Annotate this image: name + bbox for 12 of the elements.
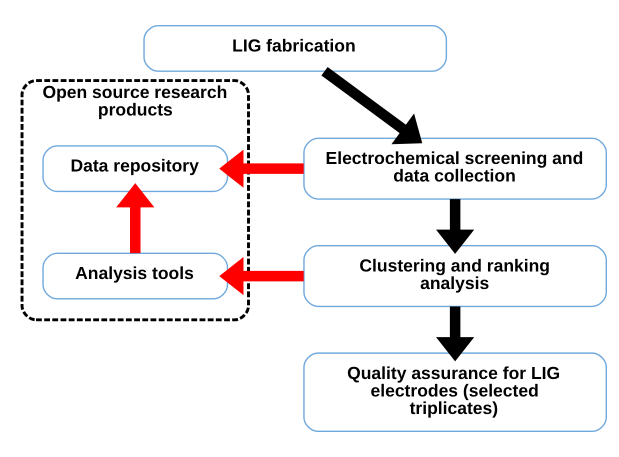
- node-box: Data repository: [42, 145, 228, 192]
- arrow: [436, 199, 474, 254]
- arrow: [116, 183, 154, 254]
- node-box: Electrochemical screening and data collection: [303, 138, 607, 200]
- node-box: LIG fabrication: [143, 24, 448, 72]
- arrow: [321, 67, 422, 144]
- node-box: Clustering and ranking analysis: [303, 245, 607, 308]
- arrow: [219, 150, 304, 188]
- node-box: Analysis tools: [42, 252, 228, 300]
- arrow: [219, 256, 304, 296]
- arrow: [436, 306, 474, 362]
- node-box: Quality assurance for LIG electrodes (selected triplicates): [303, 352, 607, 432]
